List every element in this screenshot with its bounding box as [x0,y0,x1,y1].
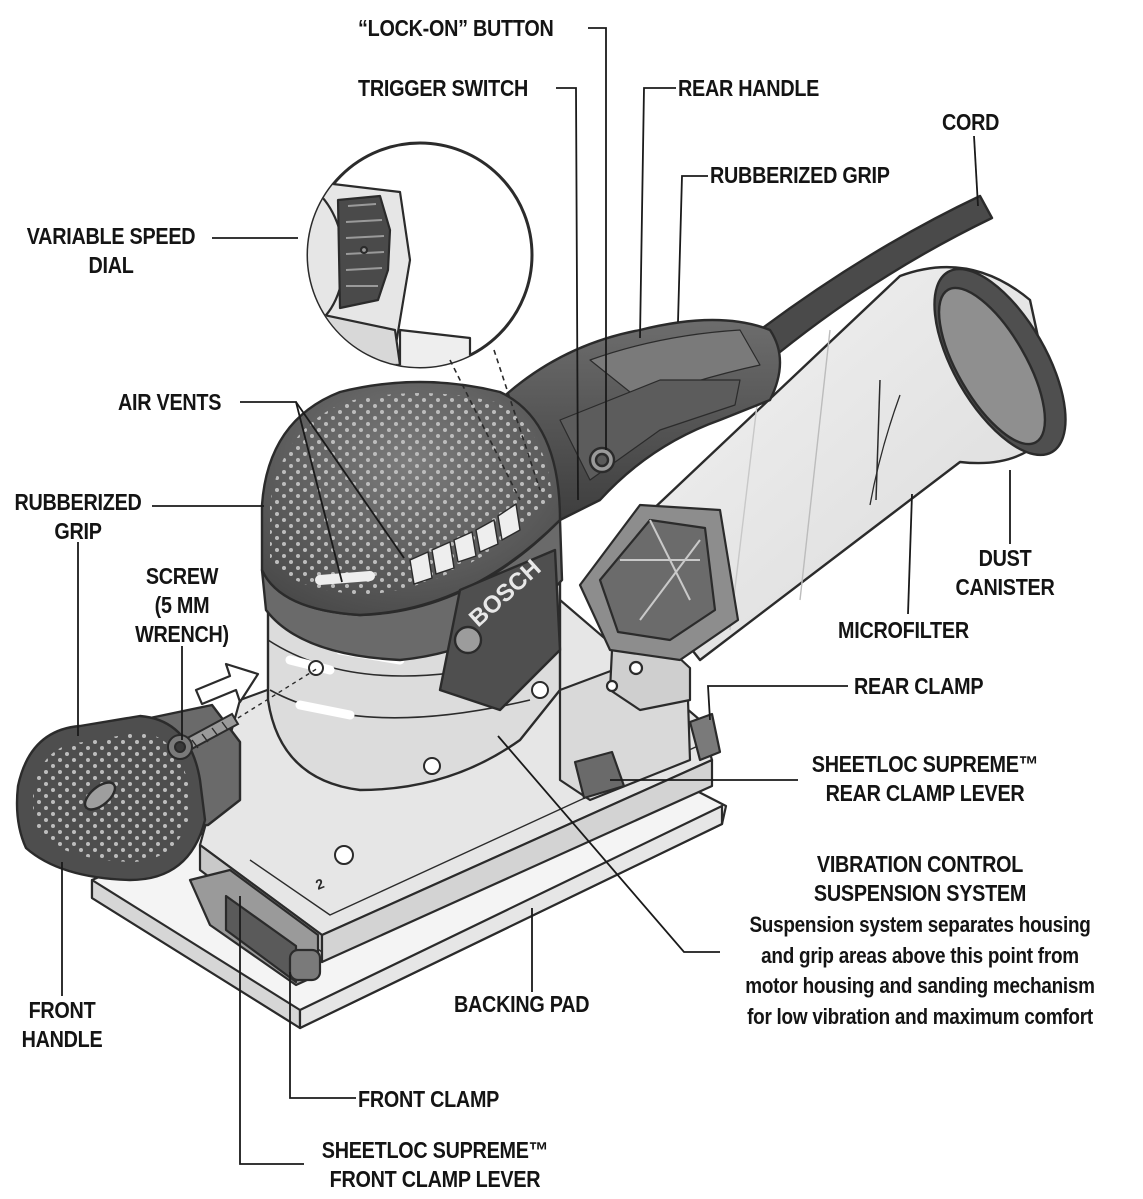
label-rubberized-grip-top: RUBBERIZED GRIP [710,162,890,188]
label-rear-handle: REAR HANDLE [678,75,820,101]
label-rubberized-grip-left: RUBBERIZED GRIP [13,488,144,546]
cord-shape [758,194,994,354]
label-lock-on-button: “LOCK-ON” BUTTON [358,15,554,41]
rear-handle-shape [498,318,782,522]
label-front-clamp-lever-line2: FRONT CLAMP LEVER [329,1166,541,1192]
label-microfilter: MICROFILTER [838,617,969,643]
label-trigger-switch: TRIGGER SWITCH [358,75,529,101]
label-front-handle-line1: FRONT [28,997,96,1023]
label-cord: CORD [942,109,1000,135]
vibration-control-desc-line1: Suspension system separates housing [749,912,1091,937]
label-rubberized-grip-left-line2: GRIP [54,518,102,544]
label-rear-clamp-lever: SHEETLOC SUPREME™ REAR CLAMP LEVER [805,750,1044,808]
canister-connector-shape [578,503,740,662]
label-air-vents: AIR VENTS [118,389,222,415]
label-screw-line1: SCREW [145,563,219,589]
label-front-clamp-lever-line1: SHEETLOC SUPREME™ [321,1137,549,1163]
label-variable-speed-dial: VARIABLE SPEED DIAL [21,222,202,280]
label-front-handle-line2: HANDLE [21,1026,103,1052]
label-front-clamp-lever: SHEETLOC SUPREME™ FRONT CLAMP LEVER [310,1136,559,1194]
label-backing-pad: BACKING PAD [454,991,590,1017]
label-variable-speed-dial-line2: DIAL [88,252,134,278]
front-clamp-shape [188,868,322,987]
label-variable-speed-dial-line1: VARIABLE SPEED [26,223,196,249]
housing-screws [308,660,549,775]
magnifier-inset [306,141,541,501]
label-dust-canister-line1: DUST [978,545,1032,571]
label-screw-line3: WRENCH) [135,621,229,647]
label-vibration-control: VIBRATION CONTROL SUSPENSION SYSTEM Susp… [731,850,1109,1032]
label-rear-clamp-lever-line2: REAR CLAMP LEVER [825,780,1025,806]
vibration-control-desc-line3: motor housing and sanding mechanism [745,973,1095,998]
label-screw: SCREW (5 MM WRENCH) [129,562,236,649]
label-front-clamp: FRONT CLAMP [358,1086,500,1112]
vibration-control-description: Suspension system separates housing and … [731,910,1109,1032]
vibration-control-title-line2: SUSPENSION SYSTEM [813,880,1027,906]
motor-housing-shape [260,380,564,792]
leader-lines [61,27,1011,1165]
vibration-control-title-line1: VIBRATION CONTROL [816,851,1024,877]
label-dust-canister: DUST CANISTER [941,544,1070,602]
screw-shape [167,712,240,760]
label-screw-line2: (5 MM [154,592,210,618]
label-rear-clamp-lever-line1: SHEETLOC SUPREME™ [811,751,1039,777]
label-dust-canister-line2: CANISTER [955,574,1055,600]
label-front-handle: FRONT HANDLE [14,996,110,1054]
vibration-control-desc-line2: and grip areas above this point from [761,942,1079,968]
label-rubberized-grip-left-line1: RUBBERIZED [14,489,142,515]
vibration-control-desc-line4: for low vibration and maximum comfort [747,1003,1093,1029]
label-rear-clamp: REAR CLAMP [854,673,984,699]
arrow-right-icon [194,662,260,706]
